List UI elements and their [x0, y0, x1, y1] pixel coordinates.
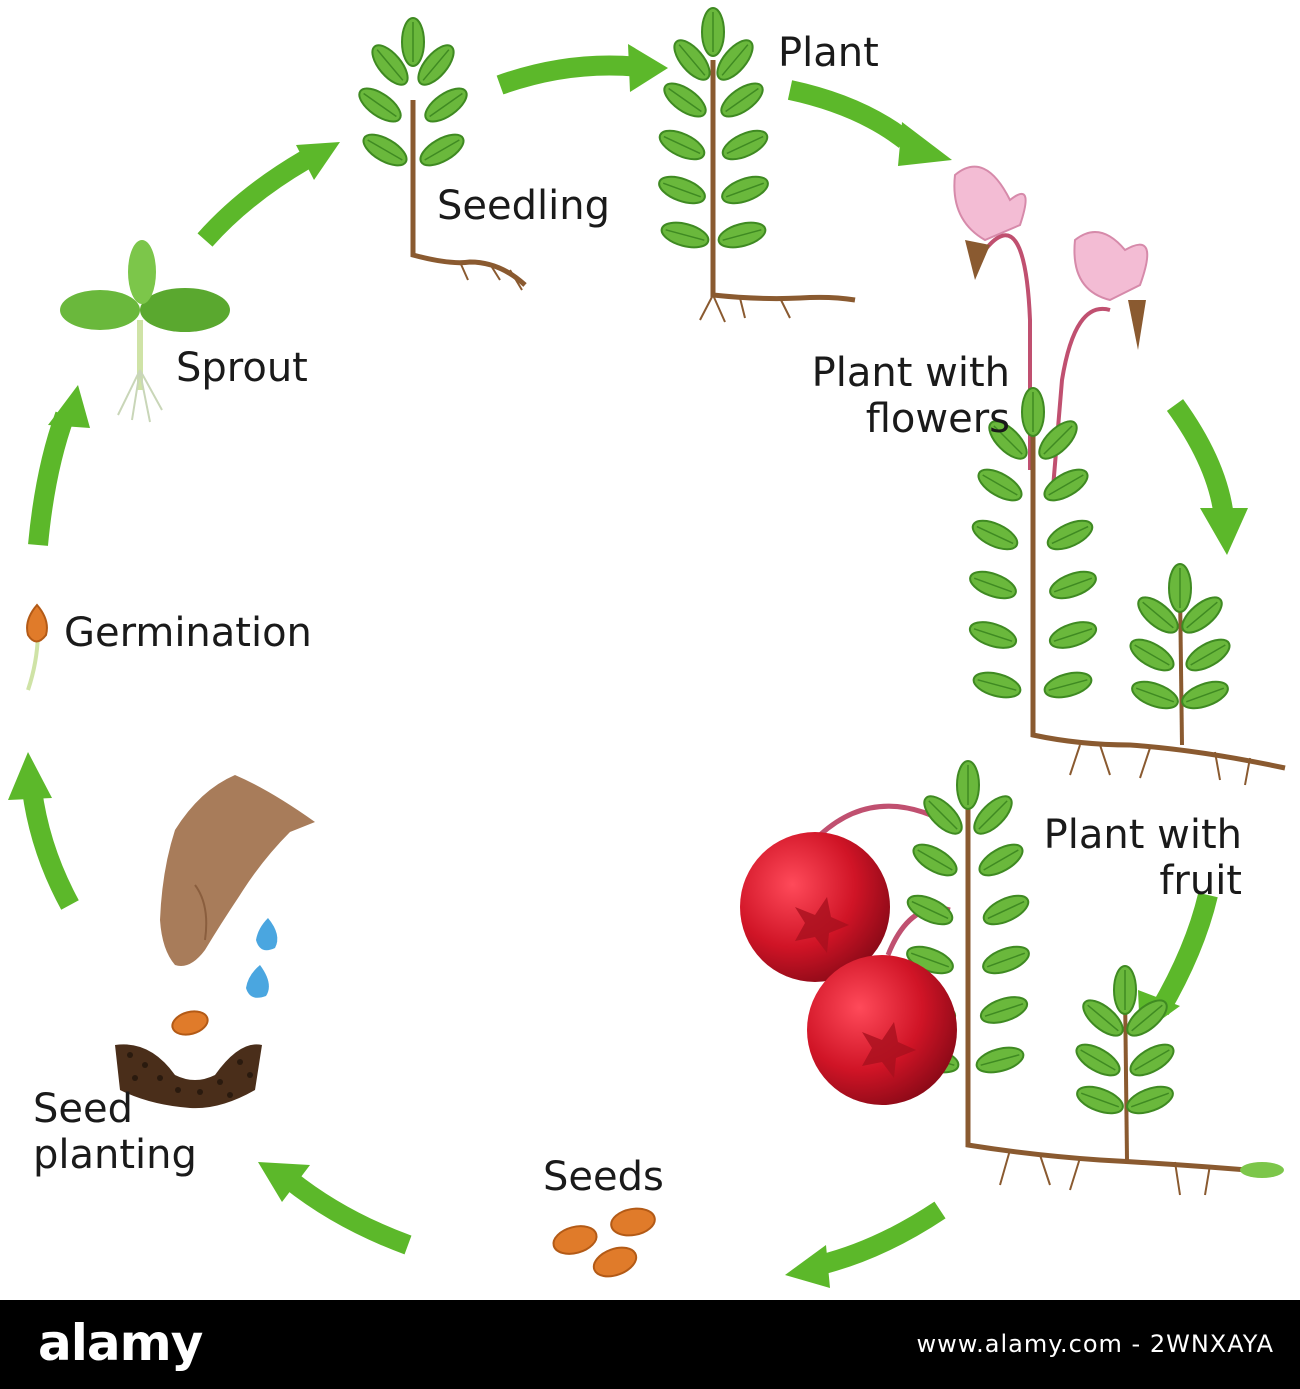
alamy-logo: alamy: [38, 1314, 203, 1372]
stock-footer-bar: alamy www.alamy.com - 2WNXAYA: [0, 1300, 1300, 1389]
arrow-sprout-to-seedling: [197, 151, 311, 247]
fruiting-plant-illustration: [740, 760, 1284, 1196]
seed-planting-illustration: [115, 775, 315, 1109]
seedling-illustration: [353, 17, 527, 291]
label-plant-with-fruit-line-1: Plant with: [1043, 812, 1242, 858]
sprout-illustration: [60, 240, 230, 423]
flower-1: [953, 165, 1027, 242]
water-drop-2: [246, 965, 269, 998]
label-sprout: Sprout: [176, 345, 308, 391]
label-plant-with-flowers-line-1: Plant with: [811, 350, 1010, 396]
arrow-seeds-to-planting: [817, 1201, 946, 1275]
life-cycle-diagram: Plant Seedling Sprout Plant with flowers…: [8, 7, 1286, 1288]
label-plant-with-flowers: Plant with flowers: [780, 350, 1010, 442]
flowering-plant-illustration: [953, 165, 1286, 786]
arrow-fruit-to-seeds: [1151, 892, 1218, 1016]
arrow-plant-to-flowers: [787, 80, 912, 148]
arrow-germination-to-sprout: [28, 411, 75, 546]
label-seed-planting: Seed planting: [33, 1086, 197, 1178]
water-drop-1: [256, 918, 278, 951]
soil: [115, 1044, 262, 1109]
label-seeds: Seeds: [543, 1154, 664, 1200]
arrowhead-2: [898, 122, 952, 166]
arrowhead-3: [1200, 508, 1248, 555]
plant-illustration: [654, 7, 856, 323]
seeds-illustration: [552, 1207, 656, 1278]
arrowhead-1: [628, 44, 668, 92]
label-seed-planting-line-2: planting: [33, 1132, 197, 1178]
label-plant: Plant: [778, 30, 879, 76]
label-seedling: Seedling: [437, 183, 610, 229]
hand: [160, 775, 315, 966]
label-seed-planting-line-1: Seed: [33, 1086, 133, 1132]
berry-1: [740, 832, 890, 982]
label-plant-with-flowers-line-2: flowers: [865, 396, 1010, 442]
arrow-flowers-to-plant-fruit: [1166, 399, 1233, 512]
germination-illustration: [26, 603, 48, 691]
arrow-planting-to-germination-1: [283, 1172, 412, 1255]
image-code: www.alamy.com - 2WNXAYA: [916, 1330, 1274, 1358]
arrowhead-9: [296, 142, 340, 180]
flower-2: [1073, 231, 1149, 302]
arrow-seedling-to-plant: [496, 55, 641, 95]
label-germination: Germination: [64, 610, 312, 656]
label-plant-with-fruit: Plant with fruit: [1020, 812, 1242, 904]
arrowhead-6: [258, 1162, 310, 1202]
arrow-planting-to-germination-2: [22, 788, 79, 910]
illustration-canvas: [8, 7, 1286, 1288]
berry-2: [807, 955, 957, 1105]
cycle-arrows: [22, 55, 1233, 1275]
arrowhead-8: [48, 385, 90, 428]
arrowhead-5: [785, 1245, 830, 1288]
arrowhead-7: [8, 752, 52, 800]
label-plant-with-fruit-line-2: fruit: [1159, 858, 1242, 904]
